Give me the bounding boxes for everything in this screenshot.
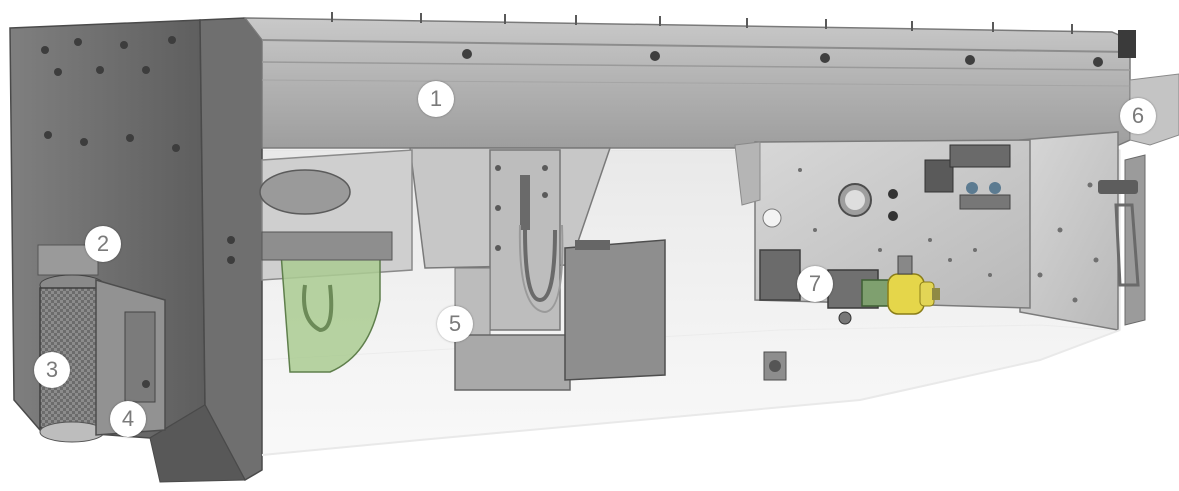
- gear-motor: [259, 149, 413, 373]
- filter-bracket: [95, 279, 166, 436]
- callout-7: 7: [797, 266, 833, 302]
- callout-5: 5: [437, 306, 473, 342]
- vacuum-filter: [37, 244, 105, 443]
- callout-3: 3: [34, 352, 70, 388]
- callout-6: 6: [1120, 98, 1156, 134]
- socket: [763, 351, 787, 381]
- top-rail-beam: [243, 12, 1136, 149]
- callout-4: 4: [110, 401, 146, 437]
- valve-assembly: [759, 249, 940, 325]
- pneumatic-control-panel: [734, 139, 1031, 309]
- callout-1: 1: [418, 81, 454, 117]
- base-edge: [261, 329, 1121, 456]
- callout-2: 2: [85, 226, 121, 262]
